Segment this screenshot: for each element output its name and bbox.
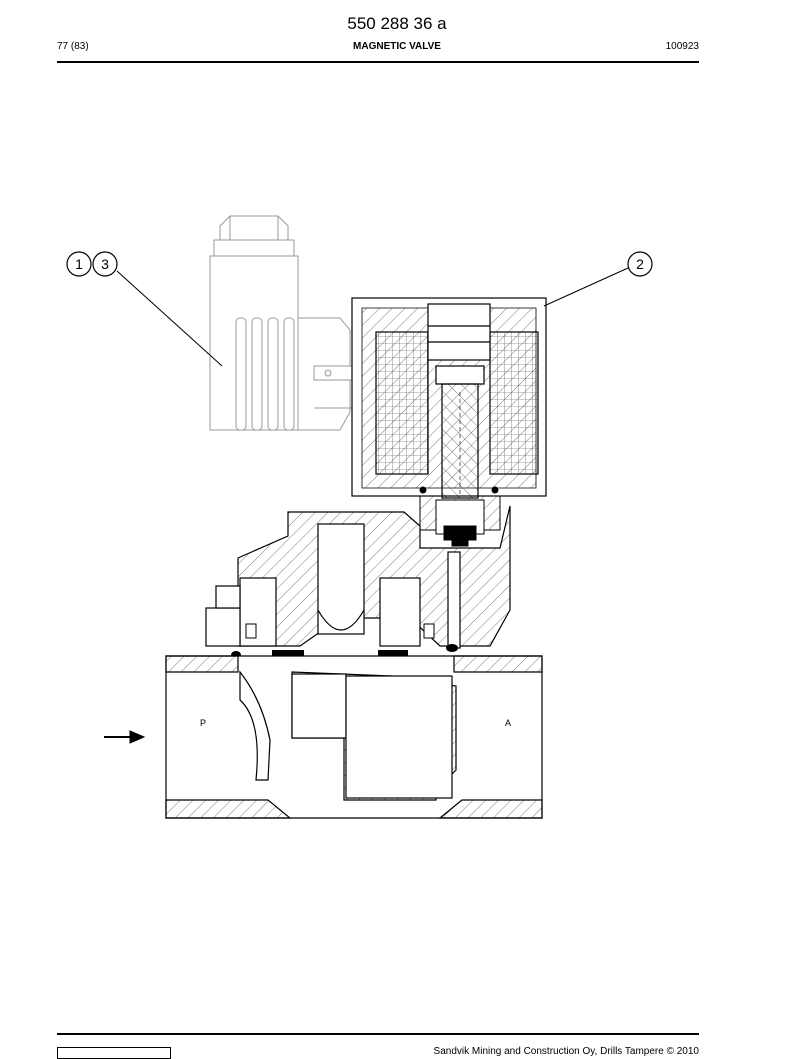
callout-3: [92, 251, 118, 277]
page-reference: 77 (83): [57, 41, 89, 52]
document-title: MAGNETIC VALVE: [353, 41, 441, 52]
callout-2-label: 2: [636, 256, 644, 272]
header-rule: [57, 61, 699, 63]
flow-arrow-icon: [104, 730, 146, 744]
company-logo: [57, 1047, 171, 1059]
document-number: 550 288 36 a: [347, 14, 447, 33]
armature-tube: [419, 486, 501, 547]
port-label-outlet: A: [505, 718, 511, 728]
valve-body-lower: [165, 655, 543, 819]
document-date-code: 100923: [665, 41, 699, 52]
callout-3-label: 3: [101, 256, 109, 272]
callout-1: [66, 251, 92, 277]
connector-plug: [209, 215, 361, 431]
callout-2: [627, 251, 653, 277]
coil-housing: [351, 297, 547, 499]
leader-lines: [116, 267, 629, 367]
callout-1-label: 1: [75, 256, 83, 272]
callout-bubbles: [66, 251, 653, 277]
footer-copyright: Sandvik Mining and Construction Oy, Dril…: [433, 1046, 699, 1057]
footer-rule: [57, 1033, 699, 1035]
port-label-inlet: P: [200, 718, 206, 728]
